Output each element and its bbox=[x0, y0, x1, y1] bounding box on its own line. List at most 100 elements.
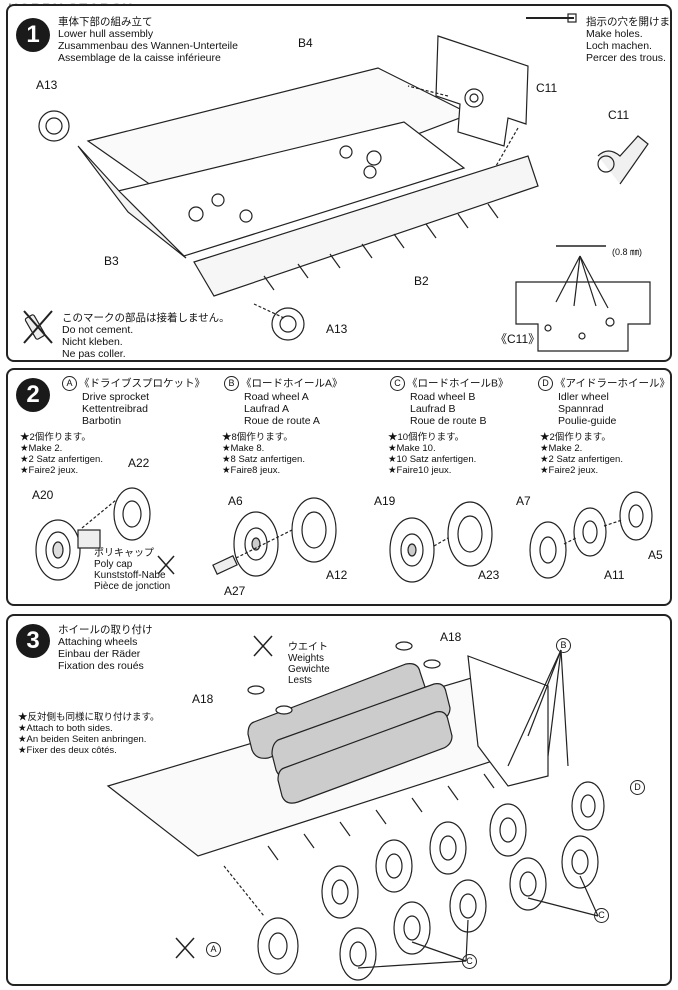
road-wheel-b bbox=[389, 501, 493, 583]
label-b4: B4 bbox=[298, 36, 313, 50]
step1-title: 車体下部の組み立て Lower hull assembly Zusammenba… bbox=[58, 16, 238, 64]
label-d: D bbox=[630, 780, 645, 795]
part-a-qty-de: ★2 Satz anfertigen. bbox=[20, 454, 103, 465]
part-a-jp: 《ドライブスプロケット》 bbox=[79, 377, 205, 390]
part-d-de: Spannrad bbox=[558, 403, 604, 415]
no-cement-icon-weights bbox=[253, 635, 273, 657]
step3-title-jp: ホイールの取り付け bbox=[58, 624, 153, 636]
part-a-qty: ★2個作ります。 ★Make 2. ★2 Satz anfertigen. ★F… bbox=[20, 432, 103, 476]
part-d-qty-de: ★2 Satz anfertigen. bbox=[540, 454, 623, 465]
part-c-jp: 《ロードホイールB》 bbox=[407, 377, 509, 390]
no-cement-icon bbox=[157, 555, 175, 575]
stud bbox=[188, 206, 204, 222]
weights-de: Gewichte bbox=[288, 664, 330, 675]
part-d-fr: Poulie-guide bbox=[558, 415, 617, 427]
step3-title: ホイールの取り付け Attaching wheels Einbau der Rä… bbox=[58, 624, 153, 672]
part-c-letter: C bbox=[390, 376, 405, 391]
both-en: ★Attach to both sides. bbox=[18, 723, 113, 734]
label-c11-side: C11 bbox=[608, 108, 630, 122]
c11-hole-diagram bbox=[515, 281, 651, 352]
label-a11: A11 bbox=[604, 568, 625, 582]
rear-plate bbox=[467, 655, 549, 787]
step3-panel: 3 ホイールの取り付け Attaching wheels Einbau der … bbox=[6, 614, 672, 986]
part-c-qty-jp: ★10個作ります。 bbox=[388, 432, 465, 443]
part-b-letter: B bbox=[224, 376, 239, 391]
nocement-de: Nicht kleben. bbox=[62, 336, 123, 348]
b3-side bbox=[77, 145, 187, 259]
label-a19: A19 bbox=[374, 494, 396, 508]
a13-hub-top bbox=[38, 110, 70, 142]
part-c-qty-de: ★10 Satz anfertigen. bbox=[388, 454, 477, 465]
label-a: A bbox=[206, 942, 221, 957]
part-a-en: Drive sprocket bbox=[82, 391, 150, 403]
step3-illustration bbox=[106, 635, 605, 981]
drive-sprocket bbox=[257, 917, 299, 975]
part-b-qty-fr: ★Faire8 jeux. bbox=[222, 465, 281, 476]
drill-chuck bbox=[567, 13, 577, 23]
nocement-jp: このマークの部品は接着しません。 bbox=[62, 312, 230, 324]
drill-size: (0.8 ㎜) bbox=[612, 247, 643, 257]
step3-both-sides: ★反対側も同様に取り付けます。 ★Attach to both sides. ★… bbox=[18, 712, 160, 756]
step1-title-de: Zusammenbau des Wannen-Unterteile bbox=[58, 40, 238, 52]
part-d-qty-en: ★Make 2. bbox=[540, 443, 583, 454]
stud bbox=[339, 145, 353, 159]
step2-illustration bbox=[35, 487, 653, 583]
drive-sprocket bbox=[35, 487, 151, 581]
part-d-header: D《アイドラーホイール》 Idler wheel Spannrad Poulie… bbox=[538, 376, 670, 427]
label-a7: A7 bbox=[516, 494, 531, 508]
label-a13-bottom: A13 bbox=[326, 322, 348, 336]
part-b-de: Laufrad A bbox=[244, 403, 289, 415]
part-d-letter: D bbox=[538, 376, 553, 391]
no-cement-icon-sprocket bbox=[175, 937, 195, 959]
part-b-fr: Roue de route A bbox=[244, 415, 320, 427]
step1-title-fr: Assemblage de la caisse inférieure bbox=[58, 52, 221, 64]
part-c-fr: Roue de route B bbox=[410, 415, 487, 427]
b2-side bbox=[193, 155, 539, 297]
part-a-header: A《ドライブスプロケット》 Drive sprocket Kettentreib… bbox=[62, 376, 205, 427]
part-a-fr: Barbotin bbox=[82, 415, 122, 427]
label-a18-top: A18 bbox=[440, 630, 462, 644]
part-a-qty-en: ★Make 2. bbox=[20, 443, 63, 454]
part-d-qty-fr: ★Faire2 jeux. bbox=[540, 465, 599, 476]
holes-de: Loch machen. bbox=[586, 40, 652, 52]
weights-en: Weights bbox=[288, 653, 324, 664]
road-wheels bbox=[321, 803, 599, 981]
a13-hub-bottom bbox=[271, 307, 305, 341]
polycap-fr: Pièce de jonction bbox=[94, 581, 171, 592]
step1-title-en: Lower hull assembly bbox=[58, 28, 154, 40]
step3-title-en: Attaching wheels bbox=[58, 636, 138, 648]
label-b3: B3 bbox=[104, 254, 119, 268]
part-c-en: Road wheel B bbox=[410, 391, 476, 403]
weights-jp: ウエイト bbox=[288, 642, 328, 653]
weights-note: ウエイト Weights Gewichte Lests bbox=[288, 642, 330, 686]
idler-wheel bbox=[529, 491, 653, 579]
part-b-qty-jp: ★8個作ります。 bbox=[222, 432, 293, 443]
label-a18-left: A18 bbox=[192, 692, 214, 706]
label-a20: A20 bbox=[32, 488, 54, 502]
both-jp: ★反対側も同様に取り付けます。 bbox=[18, 712, 160, 723]
step1-title-jp: 車体下部の組み立て bbox=[58, 16, 153, 28]
step2-panel: 2 A《ドライブスプロケット》 Drive sprocket Kettentre… bbox=[6, 368, 672, 606]
part-c-de: Laufrad B bbox=[410, 403, 456, 415]
label-a12: A12 bbox=[326, 568, 348, 582]
polycap-note: ポリキャップ Poly cap Kunststoff-Nabe Pièce de… bbox=[94, 548, 170, 592]
label-a6: A6 bbox=[228, 494, 243, 508]
weights-fr: Lests bbox=[288, 675, 312, 686]
polycap-de: Kunststoff-Nabe bbox=[94, 570, 166, 581]
label-a23: A23 bbox=[478, 568, 500, 582]
part-d-en: Idler wheel bbox=[558, 391, 609, 403]
holes-jp: 指示の穴を開けます。 bbox=[586, 16, 670, 28]
stud bbox=[211, 193, 225, 207]
part-d-qty: ★2個作ります。 ★Make 2. ★2 Satz anfertigen. ★F… bbox=[540, 432, 623, 476]
holes-en: Make holes. bbox=[586, 28, 643, 40]
label-c11: C11 bbox=[536, 81, 558, 95]
part-a-qty-jp: ★2個作ります。 bbox=[20, 432, 91, 443]
label-b2: B2 bbox=[414, 274, 429, 288]
road-wheel-a bbox=[212, 497, 337, 577]
step1-illustration bbox=[23, 13, 651, 352]
step1-panel: 1 車体下部の組み立て Lower hull assembly Zusammen… bbox=[6, 4, 672, 362]
idler-wheel bbox=[571, 781, 605, 831]
part-a-de: Kettentreibrad bbox=[82, 403, 148, 415]
step3-title-fr: Fixation des roués bbox=[58, 660, 144, 672]
part-d-jp: 《アイドラーホイール》 bbox=[555, 377, 670, 390]
